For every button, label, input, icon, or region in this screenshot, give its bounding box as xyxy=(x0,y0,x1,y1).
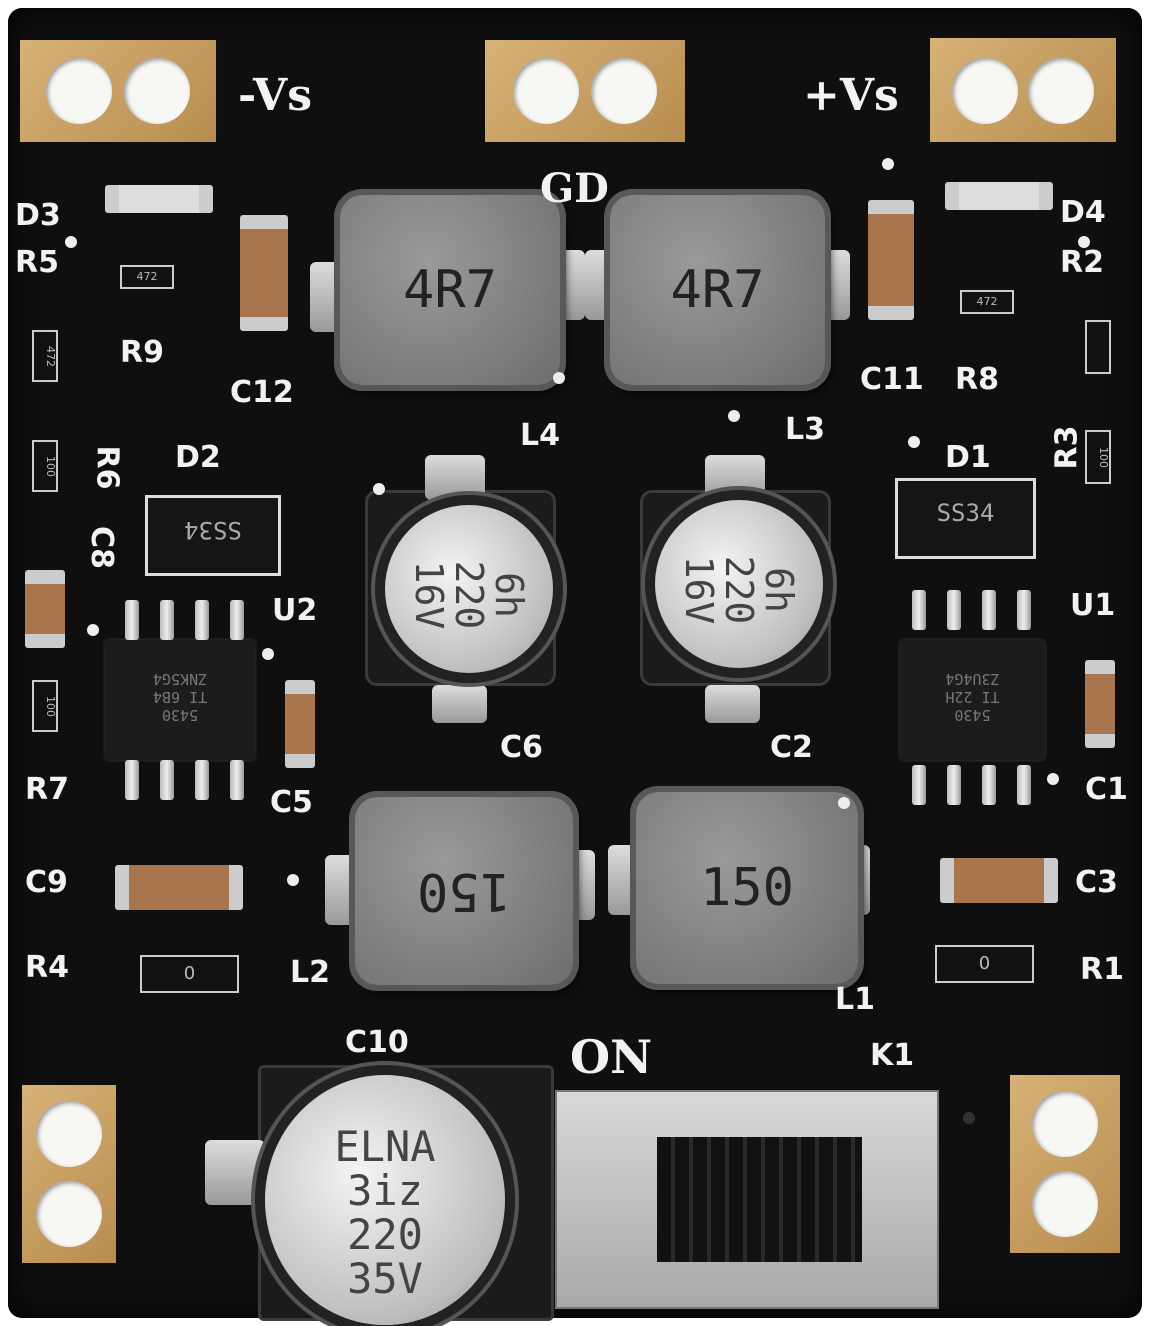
label-r8: R8 xyxy=(955,362,999,397)
resistor-r3: 100 xyxy=(1085,430,1111,484)
resistor-r8: 472 xyxy=(960,290,1014,314)
capacitor-c8 xyxy=(25,570,65,648)
label-l2: L2 xyxy=(290,955,330,990)
label-d1: D1 xyxy=(945,440,991,475)
label-on: ON xyxy=(570,1030,653,1084)
label-r6: R6 xyxy=(89,445,125,490)
label-c10: C10 xyxy=(345,1025,409,1060)
label-u1: U1 xyxy=(1070,588,1116,623)
label-l1: L1 xyxy=(835,982,875,1017)
label-c9: C9 xyxy=(25,865,68,900)
label-c5: C5 xyxy=(270,785,313,820)
label-r5: R5 xyxy=(15,245,59,280)
terminal-pad-neg xyxy=(20,40,216,142)
capacitor-c5 xyxy=(285,680,315,768)
inductor-l1: 150 xyxy=(636,792,858,984)
label-d4: D4 xyxy=(1060,195,1106,230)
led-d3 xyxy=(105,185,213,213)
resistor-r5: 472 xyxy=(32,330,58,382)
capacitor-c3 xyxy=(940,858,1058,903)
label-neg-vs: -Vs xyxy=(238,70,312,121)
label-c2: C2 xyxy=(770,730,813,765)
resistor-r2 xyxy=(1085,320,1111,374)
label-r1: R1 xyxy=(1080,952,1124,987)
label-d3: D3 xyxy=(15,198,61,233)
resistor-r1: 0 xyxy=(935,945,1034,983)
capacitor-c1 xyxy=(1085,660,1115,748)
inductor-l4: 4R7 xyxy=(340,195,560,385)
resistor-r6: 100 xyxy=(32,440,58,492)
terminal-pad-pos xyxy=(930,38,1116,142)
label-r2: R2 xyxy=(1060,245,1104,280)
capacitor-c11 xyxy=(868,200,914,320)
slide-switch-k1[interactable] xyxy=(555,1090,939,1309)
label-c1: C1 xyxy=(1085,772,1128,807)
capacitor-c9 xyxy=(115,865,243,910)
label-c11: C11 xyxy=(860,362,924,397)
label-pos-vs: +Vs xyxy=(803,70,899,121)
label-d2: D2 xyxy=(175,440,221,475)
terminal-pad-gnd xyxy=(485,40,685,142)
terminal-pad-input-left xyxy=(22,1085,116,1263)
label-c3: C3 xyxy=(1075,865,1118,900)
label-r3: R3 xyxy=(1049,425,1085,470)
label-r9: R9 xyxy=(120,335,164,370)
label-gd: GD xyxy=(540,165,609,212)
led-d4 xyxy=(945,182,1053,210)
label-c8: C8 xyxy=(83,526,119,569)
diode-d1: SS34 xyxy=(895,478,1036,559)
label-u2: U2 xyxy=(272,593,318,628)
capacitor-c12 xyxy=(240,215,288,331)
label-r7: R7 xyxy=(25,772,69,807)
label-c6: C6 xyxy=(500,730,543,765)
resistor-r4: 0 xyxy=(140,955,239,993)
label-k1: K1 xyxy=(870,1038,915,1073)
resistor-r7: 100 xyxy=(32,680,58,732)
inductor-l3: 4R7 xyxy=(610,195,825,385)
label-l4: L4 xyxy=(520,418,560,453)
label-r4: R4 xyxy=(25,950,69,985)
terminal-pad-input-right xyxy=(1010,1075,1120,1253)
diode-d2: SS34 xyxy=(145,495,281,576)
inductor-l2: 150 xyxy=(355,797,573,985)
label-l3: L3 xyxy=(785,412,825,447)
resistor-r9: 472 xyxy=(120,265,174,289)
switch-knob[interactable] xyxy=(657,1137,862,1262)
label-c12: C12 xyxy=(230,375,294,410)
